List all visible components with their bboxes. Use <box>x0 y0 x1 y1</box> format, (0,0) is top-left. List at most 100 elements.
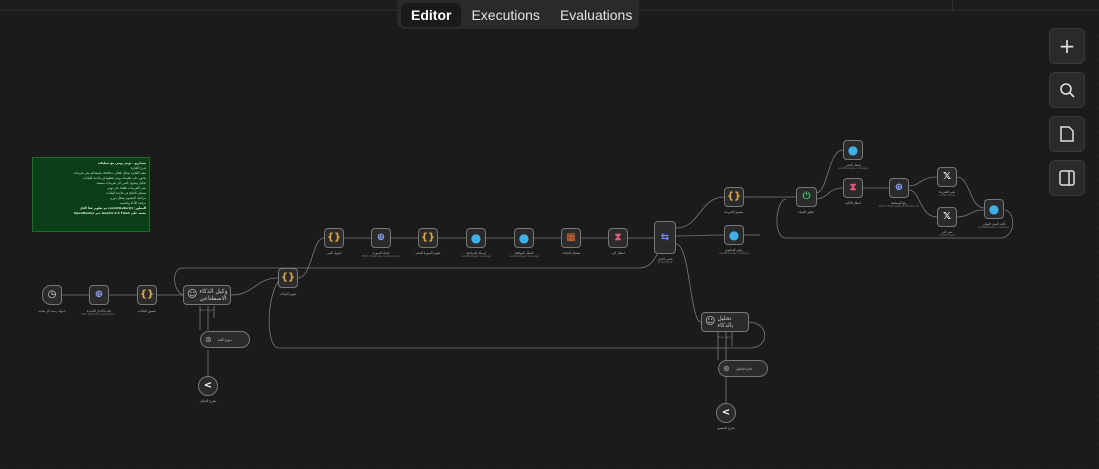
ai-agent-node[interactable]: ☺ تحليل بالذكاء <box>701 312 749 332</box>
http-request-node[interactable]: ⊕ <box>89 285 109 305</box>
telegram-node[interactable]: ● <box>843 140 863 160</box>
zoom-in-icon: + <box>1058 34 1076 58</box>
branch-icon: ⏻ <box>802 191 811 202</box>
node-subtitle: Tools Agent <box>199 309 215 312</box>
node-label: فحص القرار <box>657 257 673 261</box>
sticky-footer: المطور: (@contributor) تم تطوير هذا الحل <box>79 206 146 210</box>
sticky-note[interactable]: سيناريو - تويتر يومي مع سيليكت شرح الفكر… <box>32 157 150 232</box>
add-sticky-button[interactable] <box>1049 116 1085 152</box>
sticky-line: تسجيل النتائج في قاعدة البيانات <box>106 191 146 195</box>
model-icon: ⊛ <box>723 364 730 373</box>
node-label: تجهيز البيانات <box>279 292 297 296</box>
node-label: تجهيز الصورة للنشر <box>415 251 441 255</box>
model-icon: ⊛ <box>205 335 212 344</box>
telegram-icon: ● <box>728 228 740 242</box>
zoom-in-button[interactable]: + <box>1049 28 1085 64</box>
node-label: إنشاء الصورة <box>372 251 390 255</box>
robot-icon: ☺ <box>187 289 198 300</box>
node-label: تنسيق البيانات <box>138 309 156 313</box>
parser-icon: < <box>203 380 213 391</box>
node-label: انتظار الموافقة <box>514 251 534 255</box>
search-button[interactable] <box>1049 72 1085 108</box>
wait-node[interactable]: ⧗ <box>608 228 628 248</box>
panel-toggle-icon <box>1059 170 1075 186</box>
node-label: إشعار النشر <box>845 163 861 167</box>
node-subtitle: sendMessage: message <box>509 255 539 258</box>
node-label: تنسيق التغريدة <box>724 210 744 214</box>
node-label: نموذج اللغة <box>217 337 232 342</box>
telegram-node[interactable]: ● <box>466 228 486 248</box>
node-subtitle: POST: https://api.example.com <box>361 255 401 258</box>
telegram-icon: ● <box>518 231 530 245</box>
tab-evaluations[interactable]: Evaluations <box>559 6 633 23</box>
set-node[interactable]: {} <box>418 228 438 248</box>
tab-editor[interactable]: Editor <box>401 2 462 27</box>
set-node[interactable]: {} <box>137 285 157 305</box>
node-label: تأكيد النشر النهائي <box>982 222 1006 226</box>
node-label: انتظار الرد <box>611 251 625 255</box>
node-subtitle: sendMessage: message <box>979 226 1009 229</box>
if-node[interactable]: ⏻ <box>796 187 817 207</box>
output-parser-node[interactable]: < <box>198 376 218 396</box>
x-logo-icon: 𝕏 <box>942 211 952 222</box>
tab-executions[interactable]: Executions <box>471 6 540 23</box>
language-model-node[interactable]: ⊛ نموذج اللغة <box>200 331 250 348</box>
sticky-line: مراجعة المحتوى بشكل دوري <box>109 196 146 200</box>
sticky-footer: يعتمد على Gemini 2.5 Flash عبر OpenRoute… <box>74 211 146 215</box>
telegram-node[interactable]: ● <box>984 199 1004 219</box>
toggle-panel-button[interactable] <box>1049 160 1085 196</box>
x-twitter-node[interactable]: 𝕏 <box>937 167 957 187</box>
view-tabs: Editor Executions Evaluations <box>397 0 639 29</box>
set-node[interactable]: {} <box>324 228 344 248</box>
telegram-icon: ● <box>470 231 482 245</box>
workflow-canvas[interactable] <box>0 30 1099 469</box>
sticky-line: مراقبة الأداء وتحسينه <box>119 201 146 205</box>
topbar-divider <box>952 0 953 10</box>
hourglass-icon: ⧗ <box>614 232 622 243</box>
node-subtitle: Create Tweet <box>938 194 956 197</box>
braces-icon: {} <box>280 272 296 283</box>
node-label: جدولة زمنية كل ساعة <box>38 309 66 313</box>
ai-agent-node[interactable]: ☺ وكيل الذكاء الاصطناعي <box>183 285 231 305</box>
wait-node[interactable]: ⧗ <box>843 178 863 198</box>
sticky-line: تحليل وتحويل النص الى تغريدات منسقة <box>96 181 146 185</box>
braces-icon: {} <box>139 289 155 300</box>
globe-icon: ⊕ <box>894 182 904 193</box>
braces-icon: {} <box>420 232 436 243</box>
telegram-icon: ● <box>988 202 1000 216</box>
http-request-node[interactable]: ⊕ <box>889 178 909 198</box>
node-label: إرسال للمراجعة <box>466 251 486 255</box>
node-label: جلب الأخبار الجديدة <box>86 309 112 313</box>
search-icon <box>1060 83 1075 98</box>
node-subtitle: POST: https://upload.twitter.com <box>878 205 920 208</box>
set-node[interactable]: {} <box>724 187 744 207</box>
memory-node[interactable]: ⊛ ذاكرة التحليل <box>718 360 768 377</box>
spreadsheet-node[interactable]: ▦ <box>561 228 581 248</box>
node-label: مخرج التحليل <box>199 399 217 403</box>
node-subtitle: GET: https://rss.app/feeds/... <box>81 313 117 316</box>
sticky-line: نشر التغريدات تلقائيا على تويتر <box>107 186 146 190</box>
node-subtitle: sendMessage: message <box>719 252 749 255</box>
output-parser-node[interactable]: < <box>716 403 736 423</box>
node-label: تحليل بالذكاء <box>717 315 734 329</box>
node-label: تحقق النتيجة <box>798 210 814 214</box>
set-node[interactable]: {} <box>278 268 298 288</box>
x-twitter-node[interactable]: 𝕏 <box>937 207 957 227</box>
http-request-node[interactable]: ⊕ <box>371 228 391 248</box>
schedule-trigger-node[interactable]: ◷ <box>42 285 62 305</box>
node-label: مخرج التنسيق <box>717 426 735 430</box>
node-label: وكيل الذكاء الاصطناعي <box>199 288 228 302</box>
switch-icon: ⇆ <box>660 231 670 243</box>
node-label: تسجيل البيانات <box>561 251 581 255</box>
node-label: نشر التغريدة <box>939 190 955 194</box>
telegram-icon: ● <box>847 143 859 157</box>
parser-icon: < <box>721 407 731 418</box>
telegram-node[interactable]: ● <box>724 225 744 245</box>
switch-node[interactable]: ⇆ <box>654 221 676 254</box>
node-subtitle: sendMessage: message <box>838 167 868 170</box>
telegram-node[interactable]: ● <box>514 228 534 248</box>
node-label: ذاكرة التحليل <box>735 366 753 371</box>
node-subtitle: sendMessage: message <box>461 255 491 258</box>
sticky-title: سيناريو - تويتر يومي مع سيليكت <box>97 161 146 165</box>
